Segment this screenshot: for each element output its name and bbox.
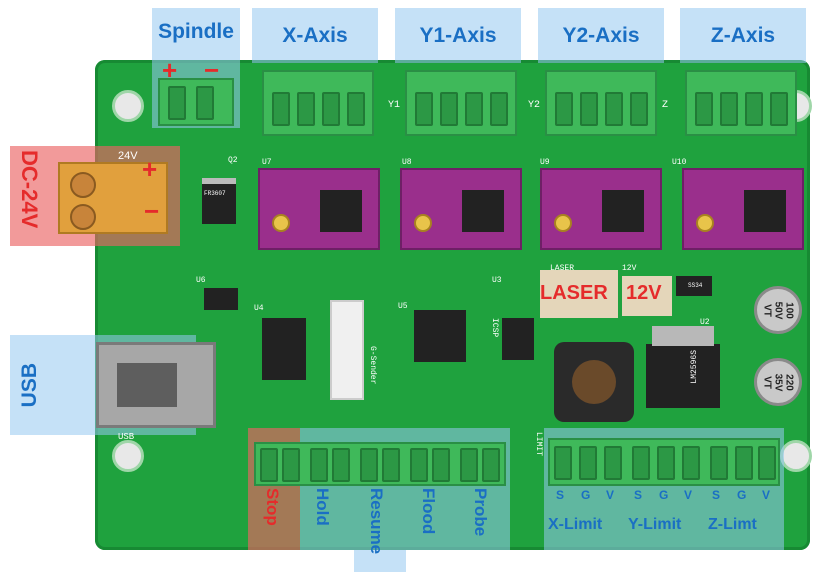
silk-u10: U10 (672, 158, 687, 167)
y2-axis-label-box: Y2-Axis (538, 8, 664, 63)
y-limit-pin-g: G (659, 488, 669, 502)
silk-u8: U8 (402, 158, 412, 167)
x-limit-pin-g: G (581, 488, 591, 502)
silk-12v: 12V (622, 264, 637, 273)
x-axis-label: X-Axis (282, 23, 348, 47)
spindle-label: Spindle (158, 20, 234, 43)
usb-label: USB (18, 362, 41, 408)
y2-axis-label: Y2-Axis (562, 23, 640, 47)
silk-z: Z (662, 100, 669, 111)
usb-connector (96, 342, 216, 428)
z-limit-pin-v: V (762, 488, 771, 502)
ic-u4 (262, 318, 306, 380)
silk-u2: U2 (700, 318, 710, 327)
silk-limit: LIMIT (534, 432, 543, 457)
inductor (554, 342, 634, 422)
silk-24v: 24V (118, 150, 138, 162)
voltage-regulator (646, 344, 720, 408)
regulator-tab (652, 326, 714, 346)
silk-u7: U7 (262, 158, 272, 167)
laser-connector (540, 270, 618, 318)
spindle-terminal (158, 78, 234, 126)
mounting-hole (112, 440, 144, 472)
z-limit-label: Z-Limt (708, 516, 757, 533)
x-limit-label: X-Limit (548, 516, 603, 533)
dc-24v-label: DC-24V (17, 150, 42, 229)
stepper-driver-y1 (400, 168, 522, 250)
silk-u9: U9 (540, 158, 550, 167)
silk-regulator: LM2596S (690, 350, 699, 384)
stepper-driver-z (682, 168, 804, 250)
silk-usb: USB (118, 432, 135, 442)
z-axis-label: Z-Axis (710, 23, 776, 47)
dc-plus-sign: + (142, 154, 158, 184)
control-terminal-block (254, 442, 506, 486)
capacitor-100uf: 100 50V VT (754, 286, 802, 334)
spindle-plus-sign: + (162, 55, 178, 85)
gsender-header (330, 300, 364, 400)
twelve-v-connector (622, 276, 672, 316)
z-axis-label-box: Z-Axis (680, 8, 806, 63)
stepper-driver-y2 (540, 168, 662, 250)
z-axis-terminal (685, 70, 797, 136)
dc-minus-sign: − (144, 196, 160, 226)
hold-label: Hold (313, 488, 332, 526)
silk-u3: U3 (492, 276, 502, 285)
dc-power-terminal (58, 162, 168, 234)
spindle-minus-sign: − (204, 55, 220, 85)
diode-ss34 (676, 276, 712, 296)
z-limit-pin-g: G (737, 488, 747, 502)
silk-u4: U4 (254, 304, 264, 313)
x-axis-label-box: X-Axis (252, 8, 378, 63)
y1-axis-label-box: Y1-Axis (395, 8, 521, 63)
silk-q2: Q2 (228, 156, 238, 165)
silk-u6: U6 (196, 276, 206, 285)
twelve-v-label: 12V (626, 282, 662, 304)
x-axis-terminal (262, 70, 374, 136)
silk-gsender: G-Sender (368, 346, 377, 385)
y-limit-label: Y-Limit (628, 516, 682, 533)
mcu-chip (414, 310, 466, 362)
icsp-header (502, 318, 534, 360)
z-limit-pin-s: S (712, 488, 721, 502)
stepper-driver-x (258, 168, 380, 250)
ic-u6 (204, 288, 238, 310)
silk-u5: U5 (398, 302, 408, 311)
silk-icsp: ICSP (490, 318, 499, 338)
resume-label: Resume (367, 488, 386, 555)
mounting-hole (780, 440, 812, 472)
stop-label: Stop (263, 488, 282, 526)
limit-terminal-block (548, 438, 780, 486)
silk-x: Y1 (388, 100, 401, 111)
y-limit-pin-v: V (684, 488, 693, 502)
capacitor-100uf-label: 100 50V VT (761, 301, 795, 319)
probe-label: Probe (471, 488, 490, 537)
x-limit-pin-s: S (556, 488, 565, 502)
flood-label: Flood (419, 488, 438, 535)
silk-laser: LASER (550, 264, 575, 273)
mounting-hole (112, 90, 144, 122)
y1-axis-label: Y1-Axis (419, 23, 497, 47)
capacitor-220uf-label: 220 35V VT (761, 373, 795, 391)
y1-axis-terminal (405, 70, 517, 136)
silk-ss34: SS34 (688, 282, 703, 289)
laser-label: LASER (540, 282, 608, 304)
silk-mosfet: FR3607 (204, 190, 226, 197)
mosfet-q2 (202, 178, 236, 224)
y2-axis-terminal (545, 70, 657, 136)
x-limit-pin-v: V (606, 488, 615, 502)
y-limit-pin-s: S (634, 488, 643, 502)
silk-y2: Y2 (528, 100, 541, 111)
capacitor-220uf: 220 35V VT (754, 358, 802, 406)
